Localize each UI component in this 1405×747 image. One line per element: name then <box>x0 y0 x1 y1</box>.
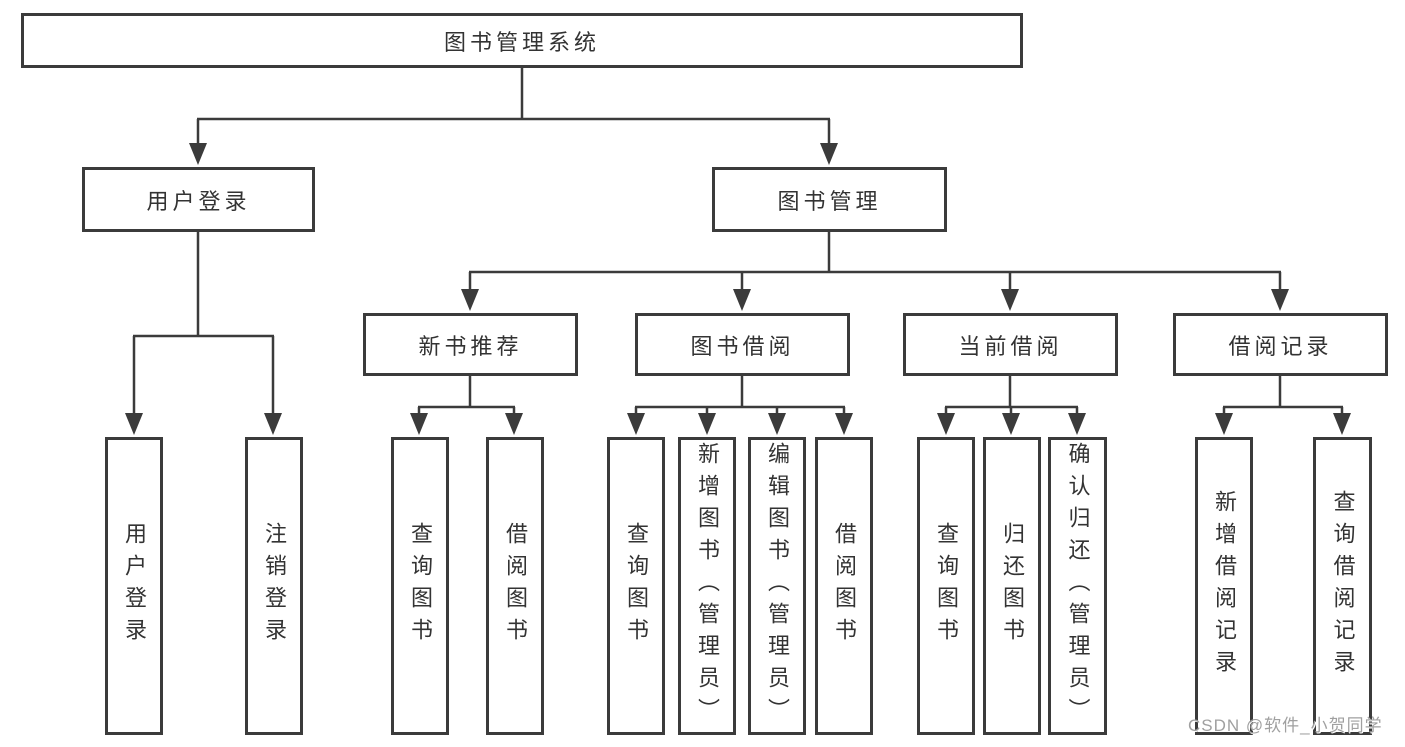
node-label: 新增借阅记录 <box>1212 490 1237 682</box>
node-label: 借阅图书 <box>503 522 528 650</box>
node-label: 确认归还（管理员） <box>1065 442 1091 730</box>
leaf-add-borrow-record: 新增借阅记录 <box>1195 437 1253 735</box>
node-label: 图书借阅 <box>690 333 795 359</box>
node-label: 借阅记录 <box>1228 333 1333 359</box>
node-current-borrowing: 当前借阅 <box>903 313 1118 376</box>
leaf-confirm-return-admin: 确认归还（管理员） <box>1048 437 1107 735</box>
leaf-query-borrow-record: 查询借阅记录 <box>1313 437 1372 735</box>
node-label: 新书推荐 <box>418 333 523 359</box>
node-label: 用户登录 <box>146 188 251 214</box>
node-library-management-system: 图书管理系统 <box>21 13 1023 68</box>
node-label: 查询图书 <box>624 522 649 650</box>
leaf-borrow-books-recommend: 借阅图书 <box>486 437 544 735</box>
leaf-edit-book-admin: 编辑图书（管理员） <box>748 437 806 735</box>
node-label: 查询借阅记录 <box>1330 490 1356 682</box>
node-book-borrowing: 图书借阅 <box>635 313 850 376</box>
node-new-book-recommendation: 新书推荐 <box>363 313 578 376</box>
node-label: 查询图书 <box>934 522 959 650</box>
leaf-borrow-books-borrowing: 借阅图书 <box>815 437 873 735</box>
node-borrowing-records: 借阅记录 <box>1173 313 1388 376</box>
node-label: 用户登录 <box>122 522 147 650</box>
leaf-query-books-current: 查询图书 <box>917 437 975 735</box>
leaf-return-books: 归还图书 <box>983 437 1041 735</box>
leaf-add-book-admin: 新增图书（管理员） <box>678 437 736 735</box>
node-label: 借阅图书 <box>832 522 857 650</box>
node-label: 新增图书（管理员） <box>695 442 720 730</box>
arrowheads <box>125 143 1351 435</box>
node-user-login: 用户登录 <box>82 167 315 232</box>
node-label: 归还图书 <box>1000 522 1025 650</box>
watermark: CSDN @软件_小贺同学 <box>1188 716 1383 735</box>
node-label: 图书管理系统 <box>443 29 600 55</box>
node-label: 图书管理 <box>777 188 882 214</box>
node-label: 当前借阅 <box>958 333 1063 359</box>
leaf-user-login: 用户登录 <box>105 437 163 735</box>
leaf-query-books-borrowing: 查询图书 <box>607 437 665 735</box>
leaf-logout: 注销登录 <box>245 437 303 735</box>
node-label: 注销登录 <box>262 522 287 650</box>
node-label: 编辑图书（管理员） <box>765 442 790 730</box>
node-book-management: 图书管理 <box>712 167 947 232</box>
leaf-query-books-recommend: 查询图书 <box>391 437 449 735</box>
node-label: 查询图书 <box>408 522 433 650</box>
